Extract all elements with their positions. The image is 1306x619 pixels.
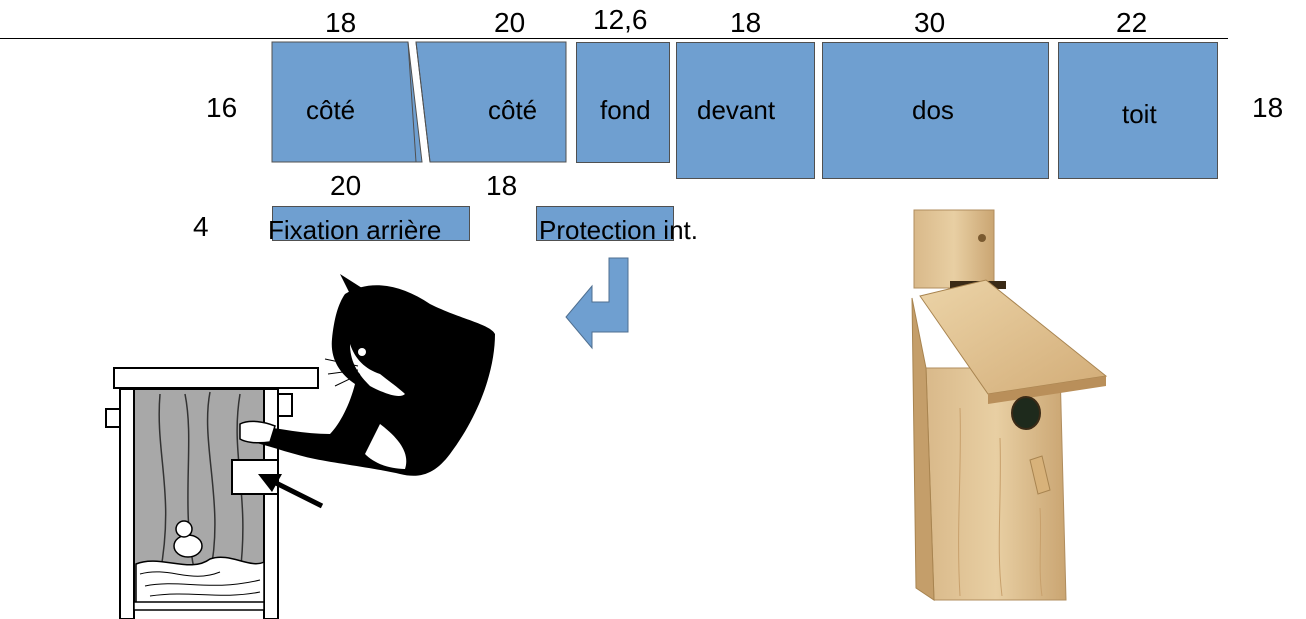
dimension-baseline bbox=[0, 38, 1228, 39]
panel-label-dos: dos bbox=[912, 95, 954, 125]
height-label-right: 18 bbox=[1252, 92, 1284, 123]
width-label-toit: 22 bbox=[1116, 7, 1148, 38]
panel-fond bbox=[576, 42, 670, 163]
panel-label-cote2: côté bbox=[488, 95, 538, 125]
width-label-devant: 18 bbox=[730, 7, 762, 38]
height-label-left: 16 bbox=[206, 92, 238, 123]
panel-dos bbox=[822, 42, 1049, 179]
cat-nestbox-illustration bbox=[105, 274, 495, 619]
nestbox-roof bbox=[113, 367, 319, 389]
strip-label-protection: Protection int. bbox=[539, 217, 698, 243]
panel-toit bbox=[1058, 42, 1218, 179]
bottom-width-label-2: 18 bbox=[486, 170, 518, 201]
protection-suffix: int. bbox=[656, 215, 698, 245]
width-label-dos: 30 bbox=[914, 7, 946, 38]
panel-label-fond: fond bbox=[600, 95, 651, 125]
strip-label-fixation: Fixation arrière bbox=[268, 215, 442, 245]
bottom-width-label-1: 20 bbox=[330, 170, 362, 201]
strip-fixation bbox=[272, 206, 470, 241]
panel-label-devant: devant bbox=[697, 95, 776, 125]
width-label-cote1: 18 bbox=[325, 7, 357, 38]
strip-protection bbox=[536, 206, 674, 241]
birdhouse-entrance bbox=[1011, 396, 1041, 430]
width-label-cote2: 20 bbox=[494, 7, 526, 38]
width-label-fond: 12,6 bbox=[593, 4, 648, 35]
panel-label-toit: toit bbox=[1122, 99, 1157, 129]
protection-word: Protection bbox=[539, 215, 657, 245]
wooden-birdhouse-illustration bbox=[911, 209, 1108, 601]
birdhouse-perch bbox=[1029, 455, 1051, 495]
side-panels-board bbox=[271, 41, 567, 163]
panel-devant bbox=[676, 42, 815, 179]
panel-label-cote1: côté bbox=[306, 95, 356, 125]
strip-height-label: 4 bbox=[193, 211, 209, 242]
down-left-turn-arrow-icon bbox=[565, 257, 629, 350]
